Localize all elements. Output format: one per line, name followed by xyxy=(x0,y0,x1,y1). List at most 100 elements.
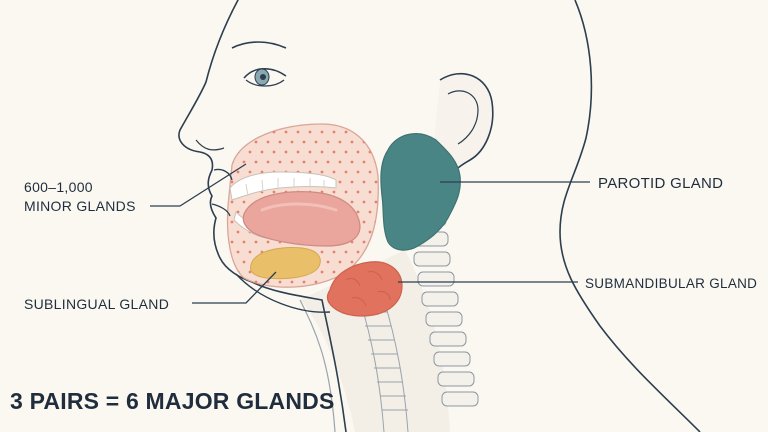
ear-inner xyxy=(447,90,479,145)
lower-lip xyxy=(211,203,231,217)
minor-gland-dot xyxy=(230,140,234,144)
minor-gland-dot xyxy=(225,131,228,134)
minor-gland-dot xyxy=(368,130,372,134)
minor-gland-dot xyxy=(284,130,288,134)
minor-gland-dot xyxy=(272,190,276,194)
minor-gland-dot xyxy=(368,210,372,214)
minor-gland-dot xyxy=(278,280,282,284)
minor-gland-dot xyxy=(356,190,360,194)
minor-gland-dot xyxy=(332,150,336,154)
minor-gland-dot xyxy=(344,130,348,134)
minor-gland-dot xyxy=(266,140,270,144)
parotid-gland xyxy=(380,133,461,251)
minor-gland-dot xyxy=(356,130,360,134)
minor-gland-dot xyxy=(225,151,228,154)
upper-lip xyxy=(213,168,233,181)
minor-gland-dot xyxy=(272,150,276,154)
minor-gland-dot xyxy=(368,230,372,234)
minor-gland-dot xyxy=(302,160,306,164)
minor-gland-dot xyxy=(350,180,354,184)
minor-gland-dot xyxy=(320,270,324,274)
minor-gland-dot xyxy=(350,160,354,164)
minor-gland-dot xyxy=(236,230,240,234)
minor-gland-dot xyxy=(230,240,234,244)
sublingual-gland xyxy=(250,247,321,280)
back-of-head-outline xyxy=(559,0,701,432)
minor-gland-dot xyxy=(242,160,246,164)
minor-gland-dot xyxy=(350,200,354,204)
minor-gland-dot xyxy=(230,200,234,204)
minor-gland-dot xyxy=(326,260,330,264)
minor-gland-dot xyxy=(320,170,324,174)
minor-gland-dot xyxy=(278,160,282,164)
eyebrow xyxy=(231,41,287,49)
tongue-highlight xyxy=(260,202,338,212)
minor-gland-dot xyxy=(320,250,324,254)
minor-gland-dot xyxy=(356,170,360,174)
minor-gland-dot xyxy=(236,250,240,254)
minor-gland-dot xyxy=(308,170,312,174)
minor-gland-dot xyxy=(248,130,252,134)
submandibular-gland-label: SUBMANDIBULAR GLAND xyxy=(585,276,758,291)
minor-gland-dot xyxy=(326,140,330,144)
minor-gland-dot xyxy=(320,130,324,134)
minor-gland-dot xyxy=(338,180,342,184)
minor-gland-dot xyxy=(374,200,378,204)
minor-gland-dot xyxy=(230,280,234,284)
minor-gland-dot xyxy=(362,180,366,184)
minor-gland-dot xyxy=(248,170,252,174)
minor-glands-count: 600–1,000 xyxy=(24,179,93,195)
minor-gland-dot xyxy=(374,140,378,144)
minor-gland-dot xyxy=(344,250,348,254)
leader-minor-glands xyxy=(150,163,247,207)
parotid-gland-label: PAROTID GLAND xyxy=(598,175,724,192)
minor-gland-dot xyxy=(332,170,336,174)
eye-lower-lid xyxy=(245,79,285,87)
minor-gland-dot xyxy=(362,160,366,164)
minor-gland-dot xyxy=(284,150,288,154)
sublingual-gland-label: SUBLINGUAL GLAND xyxy=(24,296,170,312)
minor-gland-dot xyxy=(344,190,348,194)
leader-sublingual xyxy=(192,271,277,304)
minor-glands-label: 600–1,000 MINOR GLANDS xyxy=(24,178,136,216)
minor-gland-dot xyxy=(225,191,228,194)
minor-gland-dot xyxy=(320,150,324,154)
minor-gland-dot xyxy=(242,200,246,204)
minor-gland-dot xyxy=(314,160,318,164)
minor-gland-dot xyxy=(296,150,300,154)
minor-gland-dot xyxy=(338,160,342,164)
minor-gland-dot xyxy=(362,220,366,224)
minor-gland-dot xyxy=(338,140,342,144)
minor-gland-dot xyxy=(302,140,306,144)
minor-gland-dot xyxy=(356,210,360,214)
minor-gland-dot xyxy=(260,150,264,154)
minor-gland-dot xyxy=(225,231,228,234)
minor-gland-dot xyxy=(344,150,348,154)
submandibular-texture xyxy=(345,271,391,307)
minor-gland-dot xyxy=(290,280,294,284)
minor-gland-dot xyxy=(362,240,366,244)
minor-gland-dot xyxy=(374,240,378,244)
minor-gland-dot xyxy=(266,240,270,244)
minor-gland-dot xyxy=(242,240,246,244)
minor-gland-dot xyxy=(230,180,234,184)
minor-gland-dot xyxy=(350,260,354,264)
minor-gland-dot xyxy=(332,130,336,134)
minor-gland-dot xyxy=(332,190,336,194)
minor-gland-dot xyxy=(290,140,294,144)
minor-gland-dot xyxy=(242,260,246,264)
minor-gland-dot xyxy=(368,190,372,194)
minor-gland-dot xyxy=(225,251,228,254)
summary-caption: 3 PAIRS = 6 MAJOR GLANDS xyxy=(10,388,335,414)
minor-gland-dot xyxy=(236,130,240,134)
minor-gland-dot xyxy=(338,260,342,264)
eye-pupil xyxy=(260,74,266,80)
minor-gland-dot xyxy=(350,140,354,144)
minor-gland-dot xyxy=(368,250,372,254)
minor-gland-dot xyxy=(308,130,312,134)
minor-gland-dot xyxy=(278,140,282,144)
jaw-line xyxy=(235,273,331,313)
minor-gland-dot xyxy=(266,160,270,164)
